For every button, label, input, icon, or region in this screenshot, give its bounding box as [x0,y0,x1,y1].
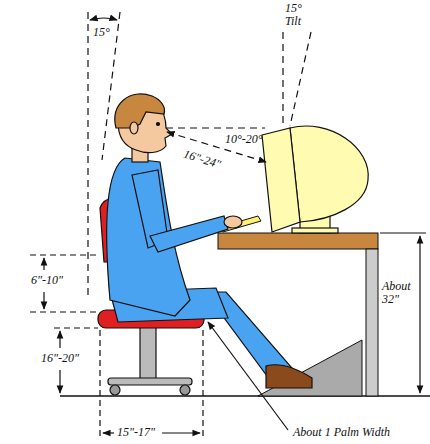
desk-height-dimension [380,233,426,393]
dimension-label: 16"-20" [40,352,80,365]
desk-leg [366,249,378,396]
monitor [262,126,368,233]
backrest-dimension [30,255,100,312]
dimension-label: 6"-10" [30,274,64,287]
tilt-angle [283,32,311,128]
dimension-label: 15° [92,26,111,39]
person [107,94,312,388]
dimension-label: About 32" [381,280,418,306]
dimension-label: 15° Tilt [284,2,316,28]
dimension-label: 15"-17" [116,426,156,439]
dimension-label: About 1 Palm Width [292,426,391,439]
leader-line [208,322,288,430]
seat-depth-dimension [100,330,203,440]
dimension-label: 16"-24" [181,147,223,171]
dimension-label: 10°-20° [224,133,264,146]
desk-top [218,233,378,249]
